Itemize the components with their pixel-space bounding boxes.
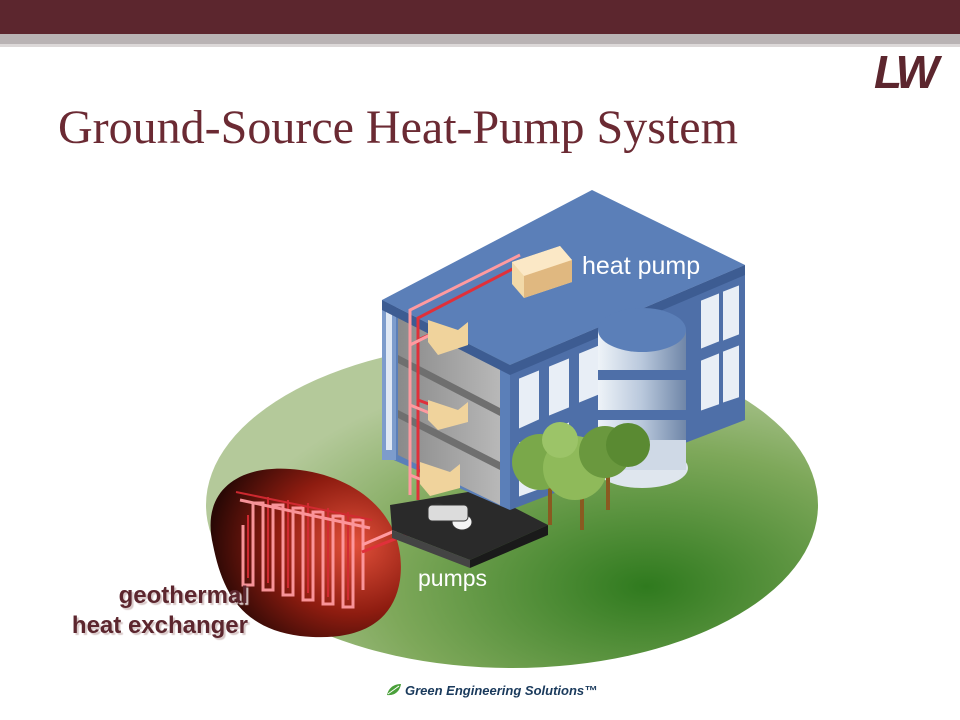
footer-brand-text: Green Engineering Solutions™ xyxy=(405,682,598,698)
trees xyxy=(512,422,650,530)
pumps-label: pumps xyxy=(418,565,487,591)
footer-brand: Green Engineering Solutions™ xyxy=(386,680,597,700)
geothermal-label-line2: heat exchanger xyxy=(71,612,248,639)
lw-logo: LW xyxy=(874,48,947,94)
building-floors xyxy=(398,355,500,470)
page-title: Ground-Source Heat-Pump System xyxy=(58,101,738,154)
header-stripe xyxy=(0,34,960,44)
leaf-icon xyxy=(387,684,401,696)
header-stripe-light xyxy=(0,44,960,47)
riser-pipes xyxy=(408,253,527,500)
heat-pump-units xyxy=(420,246,572,496)
heat-pump-label: heat pump xyxy=(582,252,700,280)
header-bar xyxy=(0,0,960,34)
geothermal-label-line1: geothermal xyxy=(118,582,248,609)
lw-logo-mark: LW xyxy=(874,48,943,94)
geothermal-label: geothermal heat exchanger xyxy=(72,581,248,641)
basement-pumps xyxy=(427,503,473,531)
ground-loop-coils xyxy=(235,491,373,609)
